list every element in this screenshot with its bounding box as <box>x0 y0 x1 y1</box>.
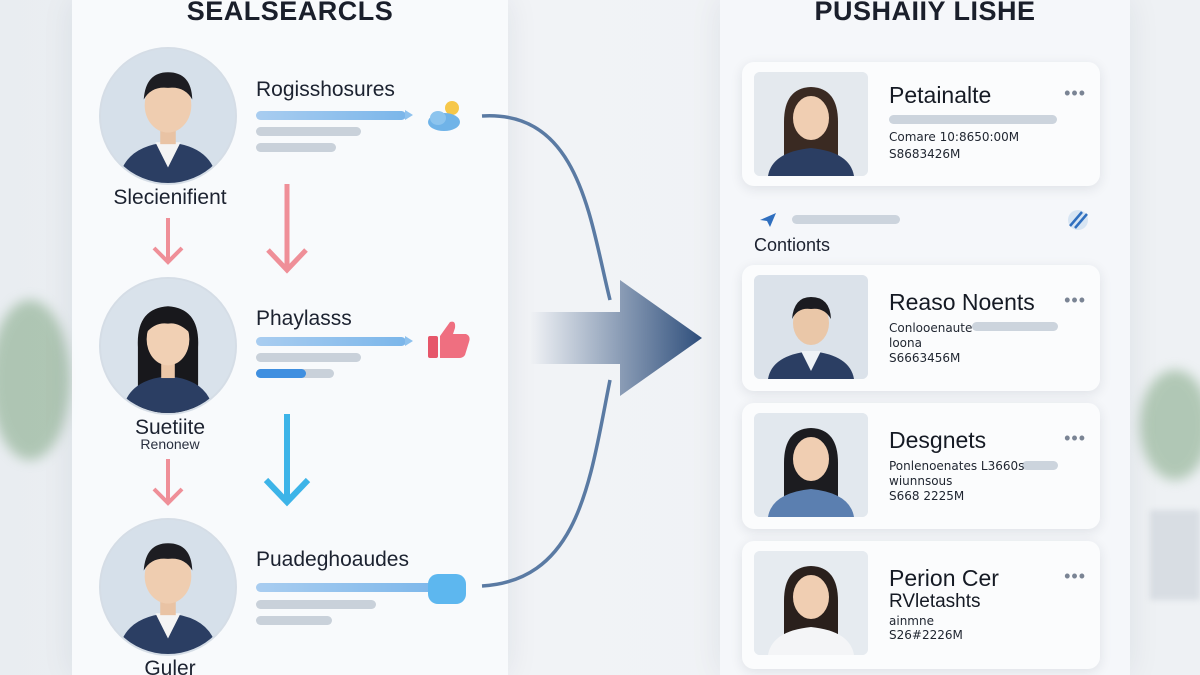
result-card-bar-1 <box>889 115 1057 124</box>
step-bar-1a <box>256 111 406 120</box>
profile-sub-2: Renonew <box>140 436 200 452</box>
background-plant-right <box>1140 370 1200 480</box>
step-bar-tip-1 <box>405 110 413 120</box>
flow-connector <box>481 114 702 588</box>
step-bar-3c <box>256 616 332 625</box>
result-card-line: wiunnsous <box>889 474 953 488</box>
result-card-title-3: Desgnets <box>889 427 987 453</box>
result-card-line: ainmne <box>889 614 934 628</box>
profile-name-1: Slecienifient <box>113 186 227 209</box>
result-card-2[interactable]: Reaso Noents ••• Conlooenaute loona S666… <box>742 265 1100 391</box>
more-options-icon[interactable]: ••• <box>1064 290 1086 310</box>
step-bar-tip-2 <box>405 336 413 346</box>
result-card-3[interactable]: Desgnets ••• Ponlenoenates L3660s wiunns… <box>742 403 1100 529</box>
result-card-line: loona <box>889 336 922 350</box>
step-bar-3a <box>256 583 446 592</box>
more-options-icon[interactable]: ••• <box>1064 428 1086 448</box>
thumbs-up-icon[interactable] <box>426 318 472 360</box>
result-card-line: S668 2225M <box>889 489 965 503</box>
more-options-icon[interactable]: ••• <box>1064 83 1086 103</box>
step-bar-1b <box>256 127 361 136</box>
step-label-2: Phaylasss <box>256 307 352 330</box>
result-card-line: S8683426M <box>889 147 961 161</box>
step-bar-3b <box>256 600 376 609</box>
search-panel-title: SEALSEARCLS <box>186 0 394 26</box>
more-options-icon[interactable]: ••• <box>1064 566 1086 586</box>
cloud-sun-icon <box>424 96 468 134</box>
result-card-line: Ponlenoenates L3660s <box>889 459 1025 473</box>
step-bar-2c-fill <box>256 369 306 378</box>
result-card-1[interactable]: Petainalte ••• Comare 10:8650:00M S86834… <box>742 62 1100 186</box>
result-card-4[interactable]: Perion Cer ••• RVletashts ainmne S26#222… <box>742 541 1100 669</box>
result-card-line: Comare 10:8650:00M <box>889 130 1020 144</box>
background-shelf <box>1150 510 1200 600</box>
contents-row: Contionts <box>742 205 1100 261</box>
down-arrow-icon <box>263 414 311 507</box>
result-card-title-1: Petainalte <box>889 82 992 108</box>
down-arrow-icon <box>152 459 184 506</box>
result-card-line: Conlooenaute <box>889 321 973 335</box>
down-arrow-icon <box>152 218 184 265</box>
step-label-3: Puadeghoaudes <box>256 548 409 571</box>
result-photo-3 <box>754 413 868 517</box>
result-card-line: S26#2226M <box>889 628 963 642</box>
down-arrow-icon <box>266 184 308 274</box>
step-bar-1c <box>256 143 336 152</box>
step-bar-2b <box>256 353 361 362</box>
contents-bar <box>792 215 900 224</box>
toggle-knob-icon[interactable] <box>428 570 466 606</box>
background-plant <box>0 300 70 460</box>
result-photo-4 <box>754 551 868 655</box>
result-card-line: S6663456M <box>889 351 961 365</box>
profile-name-3: Guler <box>144 657 196 675</box>
results-panel-title: PUSHAIIY LISHE <box>814 0 1036 26</box>
profile-avatar-1[interactable] <box>99 47 237 185</box>
result-photo-2 <box>754 275 868 379</box>
contents-label: Contionts <box>754 235 831 255</box>
result-photo-1 <box>754 72 868 176</box>
stripes-icon[interactable] <box>1066 209 1090 231</box>
result-card-bar-2 <box>972 322 1058 331</box>
step-label-1: Rogisshosures <box>256 78 395 101</box>
profile-avatar-2[interactable] <box>99 277 237 415</box>
result-card-title-2: Reaso Noents <box>889 289 1035 315</box>
result-card-subtitle-4: RVletashts <box>889 591 981 612</box>
profile-name-2: Suetiite <box>134 416 206 439</box>
profile-avatar-3[interactable] <box>99 518 237 656</box>
send-icon[interactable] <box>758 211 778 229</box>
result-card-title-4: Perion Cer <box>889 565 999 591</box>
result-card-bar-3 <box>1022 461 1058 470</box>
step-bar-2a <box>256 337 406 346</box>
